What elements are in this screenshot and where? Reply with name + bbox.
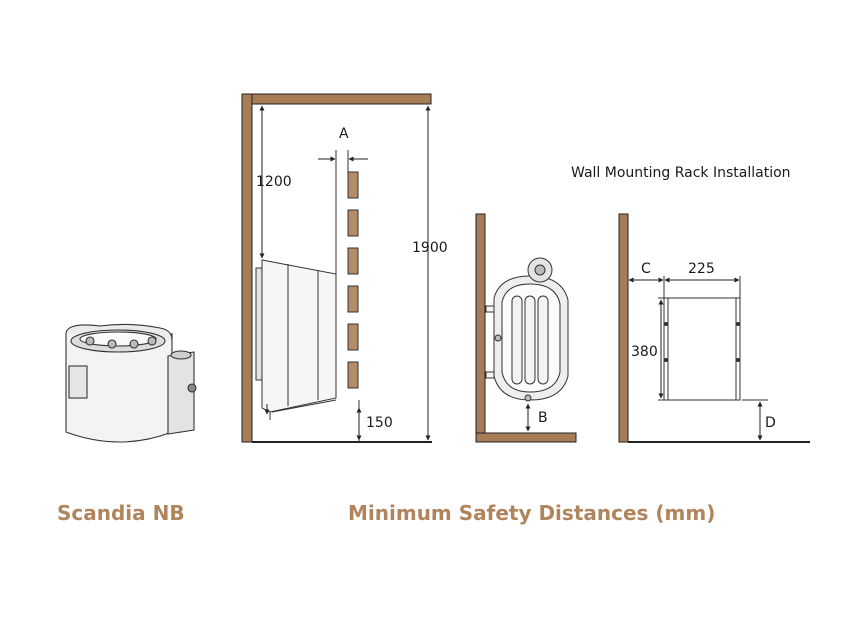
corner-wall-horizontal bbox=[475, 432, 577, 443]
heater-side-view bbox=[255, 259, 337, 420]
distance-label-a: A bbox=[339, 126, 349, 142]
dimension-225: 225 bbox=[688, 261, 715, 277]
dimension-150: 150 bbox=[366, 415, 393, 431]
corner-top-view: B bbox=[475, 213, 577, 443]
product-name: Scandia NB bbox=[57, 501, 185, 525]
ceiling-wall-profile bbox=[241, 93, 432, 105]
mounting-rack bbox=[663, 297, 741, 401]
distance-label-b: B bbox=[538, 410, 548, 426]
distance-label-d: D bbox=[765, 415, 776, 431]
rack-installation-view: Wall Mounting Rack Installation C 225 38… bbox=[571, 165, 810, 443]
dimension-380: 380 bbox=[631, 344, 658, 360]
distance-label-c: C bbox=[641, 261, 651, 277]
diagram-title: Minimum Safety Distances (mm) bbox=[348, 501, 715, 525]
heater-illustration bbox=[65, 323, 197, 443]
corner-wall-vertical bbox=[475, 213, 486, 443]
rack-installation-note: Wall Mounting Rack Installation bbox=[571, 165, 791, 181]
dimension-1200: 1200 bbox=[256, 174, 292, 190]
main-installation-view: A 1200 1900 150 bbox=[241, 93, 448, 443]
side-wall-profile bbox=[241, 93, 253, 443]
dimension-1900: 1900 bbox=[412, 240, 448, 256]
wooden-slats bbox=[347, 171, 359, 389]
heater-top-view bbox=[485, 257, 569, 402]
rack-wall-profile bbox=[618, 213, 629, 443]
